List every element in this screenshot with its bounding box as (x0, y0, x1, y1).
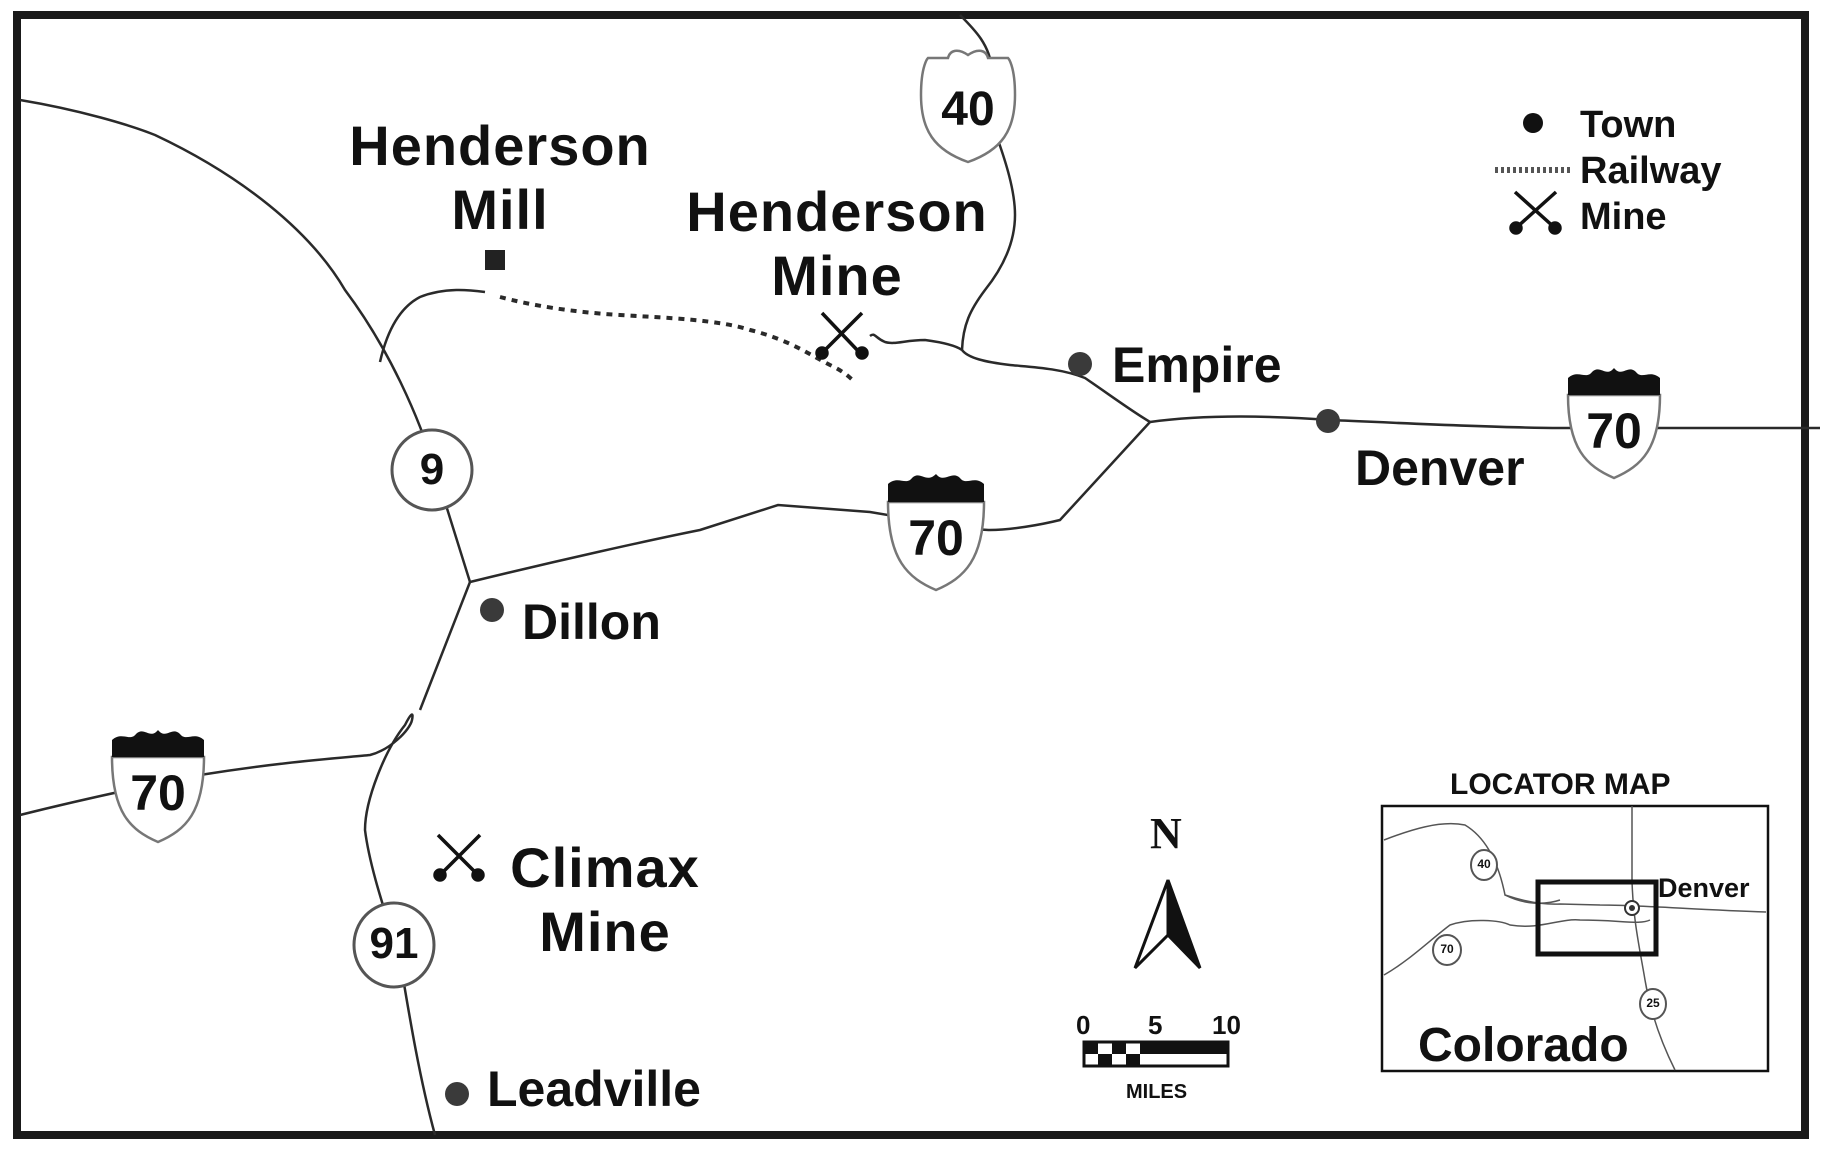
legend (1495, 113, 1570, 235)
i70-shield-central-icon (886, 474, 986, 592)
denver-label: Denver (1355, 440, 1525, 496)
mine-icon-climax (433, 833, 485, 882)
climax-mine-label: Climax Mine (490, 840, 720, 960)
locator-i70-shield-icon (1432, 934, 1462, 966)
road-empire (961, 349, 1151, 424)
locator-city-label: Denver (1658, 873, 1750, 903)
town-dot-leadville (445, 1082, 469, 1106)
locator-i70-number: 70 (1440, 942, 1454, 956)
legend-town-label: Town (1580, 104, 1677, 146)
scale-tick-10: 10 (1212, 1010, 1241, 1040)
road-co9-south (418, 581, 472, 711)
legend-railway-label: Railway (1580, 150, 1722, 192)
locator-map-title: LOCATOR MAP (1450, 768, 1671, 801)
i70-shield-central-number: 70 (908, 510, 964, 566)
locator-us40-shield-icon (1470, 849, 1498, 881)
co91-shield-icon (352, 901, 436, 989)
scale-bar (1082, 1040, 1230, 1068)
us40-shield-icon (919, 49, 1017, 164)
locator-us40-number: 40 (1477, 857, 1491, 871)
i70-shield-east-number: 70 (1586, 403, 1642, 459)
henderson-mill-label: Henderson Mill (335, 118, 665, 238)
henderson-mill-label-line1: Henderson (349, 114, 651, 177)
i70-shield-east-icon (1566, 368, 1662, 480)
legend-town-icon (1523, 113, 1543, 133)
co91-shield-number: 91 (369, 919, 419, 968)
road-mill-spur (378, 288, 486, 363)
co9-shield-number: 9 (419, 445, 445, 494)
empire-label: Empire (1112, 337, 1282, 393)
town-dot-denver (1316, 409, 1340, 433)
co9-shield-icon (390, 428, 474, 512)
locator-map (1380, 804, 1770, 1073)
scale-tick-5: 5 (1148, 1010, 1163, 1040)
town-dot-dillon (480, 598, 504, 622)
henderson-mine-label: Henderson Mine (672, 184, 1002, 304)
us40-shield-number: 40 (941, 83, 995, 136)
road-henderson-mine (869, 333, 963, 352)
locator-i25-number: 25 (1646, 996, 1660, 1010)
henderson-mill-label-line2: Mill (451, 178, 549, 241)
henderson-mine-label-line1: Henderson (686, 180, 988, 243)
henderson-mine-label-line2: Mine (771, 244, 903, 307)
locator-i25-shield-icon (1639, 988, 1667, 1020)
north-arrow-icon (1133, 879, 1202, 970)
climax-mine-label-line1: Climax (510, 836, 700, 899)
climax-mine-label-line2: Mine (539, 900, 671, 963)
scale-tick-0: 0 (1076, 1010, 1091, 1040)
henderson-mill-marker (485, 250, 505, 270)
locator-state-label: Colorado (1418, 1019, 1629, 1072)
locator-extent-box (1535, 879, 1659, 957)
legend-mine-label: Mine (1580, 196, 1667, 238)
north-arrow-label: N (1150, 809, 1182, 858)
town-dot-empire (1068, 352, 1092, 376)
town-markers (445, 352, 1340, 1106)
leadville-label: Leadville (487, 1061, 701, 1117)
legend-mine-icon (1509, 190, 1562, 235)
road-co9-north (19, 98, 472, 583)
i70-shield-west-icon (110, 730, 206, 844)
dillon-label: Dillon (522, 594, 661, 650)
mine-icon-henderson (815, 311, 869, 360)
i70-shield-west-number: 70 (130, 765, 186, 821)
scale-unit-label: MILES (1126, 1081, 1188, 1103)
